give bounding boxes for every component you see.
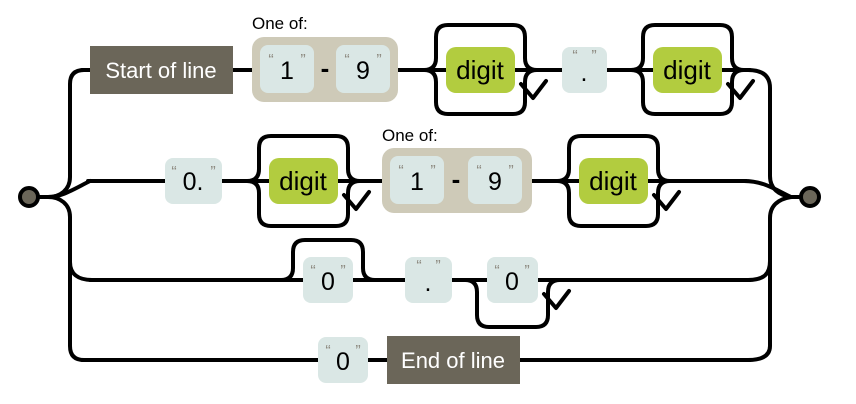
- rail-left-down-branch: [46, 195, 86, 362]
- digit-box-row2-a: [269, 158, 338, 204]
- rail-right-row2-merge: [742, 179, 793, 199]
- branch-3: “ 0 ” “ ” . “ 0 ”: [303, 257, 538, 303]
- rail-right-row4-merge: [746, 195, 793, 362]
- charset-from-label-row1: 1: [280, 57, 294, 85]
- zero-dot-literal-box: [165, 158, 222, 204]
- open-quote: “: [325, 343, 330, 360]
- open-quote: “: [494, 263, 499, 280]
- close-quote: ”: [355, 343, 360, 360]
- digit-label-row2-a: digit: [279, 166, 327, 196]
- close-quote: ”: [591, 48, 596, 65]
- charset-from-label-row2: 1: [410, 168, 424, 196]
- end-of-line-label: End of line: [401, 348, 505, 373]
- repeat-loop-row1-digit2: [629, 68, 746, 116]
- zero-literal-box-row3-b: [487, 257, 538, 303]
- charset-from-box-row1: [260, 45, 314, 93]
- repeat-arrow-icon-row2-digit2: [652, 190, 681, 211]
- open-quote: “: [268, 52, 273, 69]
- charset-to-box-row1: [336, 45, 390, 93]
- branch-2: “ 0. ” digit One of: “ 1 ” - “ 9 ” digit: [165, 126, 648, 213]
- start-terminal-dot: [18, 186, 40, 208]
- charset-range-dash-row2: -: [452, 164, 461, 194]
- charset-to-label-row1: 9: [356, 57, 370, 85]
- one-of-label-row1: One of:: [252, 14, 308, 33]
- loops: [245, 23, 755, 329]
- skip-arc-row2-digit2: [555, 134, 672, 183]
- open-quote: “: [416, 258, 421, 275]
- start-of-line-box: [90, 46, 233, 94]
- skip-arc-row1-digit2: [629, 23, 746, 72]
- charset-to-box-row2: [468, 156, 522, 204]
- zero-literal-box-row3-a: [303, 257, 353, 303]
- digit-label-row1-a: digit: [456, 55, 504, 85]
- repeat-arrow-icon-row2-digit1: [342, 190, 371, 211]
- open-quote: “: [171, 164, 176, 181]
- skip-arc-row3-zero1: [279, 238, 377, 282]
- repeat-loop-row2-digit1: [245, 179, 362, 228]
- dot-literal-label-row1: .: [581, 59, 588, 87]
- repeat-arrow-icon-row1-digit1: [519, 79, 548, 100]
- dot-literal-box-row1: [562, 47, 607, 93]
- open-quote: “: [572, 48, 577, 65]
- repeat-arrow-icon-row3-zero2: [542, 289, 571, 310]
- repeat-arrow-icon-row1-digit2: [726, 79, 755, 100]
- dot-literal-box-row3: [405, 257, 452, 303]
- close-quote: ”: [435, 258, 440, 275]
- open-quote: “: [344, 52, 349, 69]
- open-quote: “: [476, 163, 481, 180]
- open-quote: “: [310, 263, 315, 280]
- end-of-line-box: [387, 336, 520, 384]
- close-quote: ”: [430, 163, 435, 180]
- digit-box-row2-b: [579, 158, 648, 204]
- repeat-loop-row1-digit1: [422, 68, 539, 116]
- rail-right-row1-merge: [746, 68, 793, 199]
- skip-arc-row1-digit1: [422, 23, 539, 72]
- close-quote: ”: [340, 263, 345, 280]
- digit-box-row1-b: [653, 47, 722, 93]
- digit-label-row2-b: digit: [589, 166, 637, 196]
- zero-dot-literal-label: 0.: [183, 168, 204, 196]
- zero-literal-label-row3-a: 0: [321, 268, 335, 296]
- start-of-line-label: Start of line: [105, 58, 216, 83]
- close-quote: ”: [300, 52, 305, 69]
- skip-arc-row2-digit1: [245, 134, 362, 183]
- rail-left-up-branch: [46, 68, 86, 199]
- rail-right-row3-merge: [746, 259, 772, 282]
- branch-4: “ 0 ” End of line: [318, 336, 520, 384]
- zero-literal-box-row4: [318, 337, 368, 383]
- zero-literal-label-row3-b: 0: [505, 268, 519, 296]
- close-quote: ”: [508, 163, 513, 180]
- close-quote: ”: [376, 52, 381, 69]
- zero-literal-label-row4: 0: [336, 348, 350, 376]
- open-quote: “: [398, 163, 403, 180]
- charset-range-dash-row1: -: [321, 53, 330, 83]
- close-quote: ”: [210, 164, 215, 181]
- charset-from-box-row2: [390, 156, 444, 204]
- repeat-loop-row3-zero2: [463, 278, 562, 329]
- branch-1: Start of line One of: “ 1 ” - “ 9 ” digi…: [90, 14, 722, 102]
- one-of-label-row2: One of:: [382, 126, 438, 145]
- close-quote: ”: [524, 263, 529, 280]
- end-terminal-dot: [799, 186, 821, 208]
- repeat-loop-row2-digit2: [555, 179, 672, 228]
- digit-label-row1-b: digit: [663, 55, 711, 85]
- dot-literal-label-row3: .: [425, 269, 432, 297]
- digit-box-row1-a: [446, 47, 515, 93]
- charset-to-label-row2: 9: [488, 168, 502, 196]
- rail-left-row3-branch: [68, 260, 94, 282]
